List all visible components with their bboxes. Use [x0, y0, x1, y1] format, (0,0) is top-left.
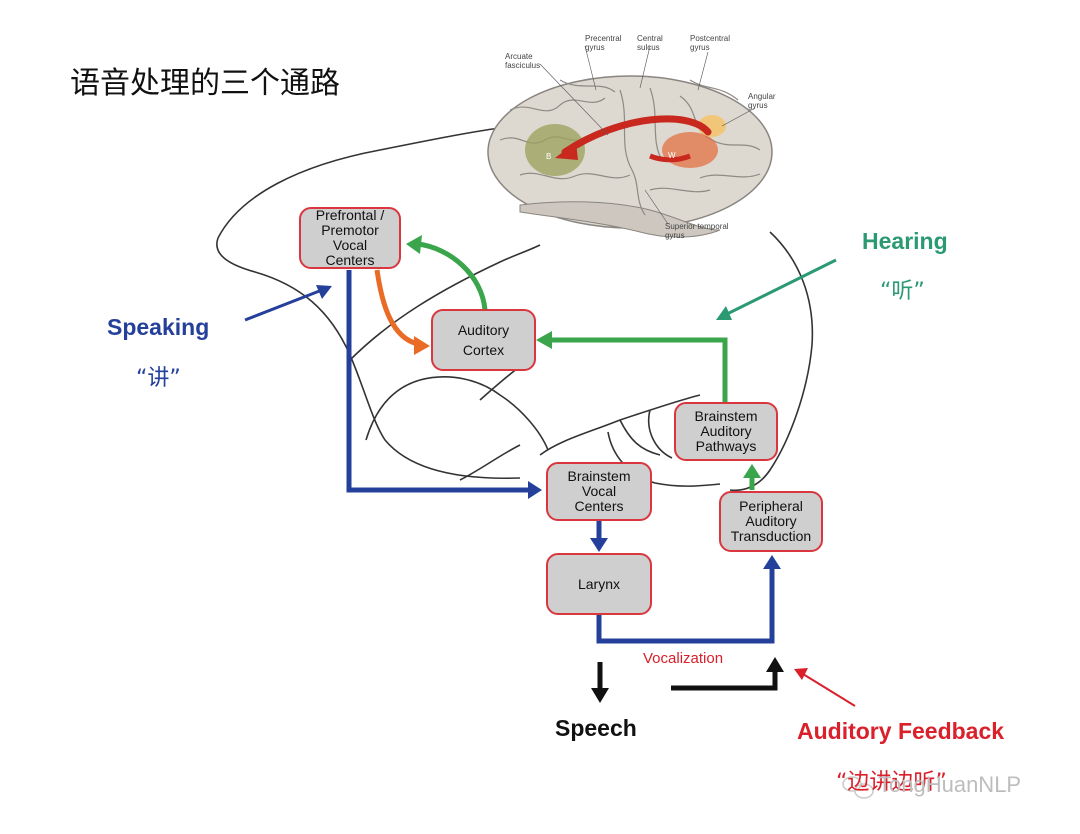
prefrontal-premotor-box: Prefrontal / Premotor Vocal Centers [299, 207, 401, 269]
speaking-pointer-arrow [244, 288, 323, 322]
green-arrowhead-brainstem-auditory [743, 464, 761, 478]
brain-label-arcuate: Arcuate fasciculus [505, 52, 541, 70]
feedback-pointer-arrow [802, 673, 856, 707]
vocalization-label: Vocalization [643, 650, 724, 667]
blue-arrow-to-brainstem-vocal [346, 270, 530, 493]
speaking-label: Speaking [107, 314, 210, 340]
watermark-text: TongHuanNLP [878, 772, 1022, 797]
auditory-cortex-label: Auditory Cortex [457, 322, 510, 358]
green-arrowhead-prefrontal [406, 235, 422, 254]
larynx-label: Larynx [577, 575, 621, 592]
auditory-cortex-box: Auditory Cortex [431, 309, 536, 371]
brain-label-central-sulcus: Central sulcus [637, 34, 663, 52]
blue-arrow-to-peripheral [596, 567, 775, 644]
speaking-cn-label: “讲” [136, 366, 181, 391]
brainstem-auditory-label: Brainstem Auditory Pathways [694, 408, 758, 454]
feedback-elbow-arrowhead [766, 657, 784, 672]
auditory-feedback-label: Auditory Feedback [797, 718, 1005, 744]
speech-label: Speech [555, 715, 637, 741]
hearing-cn-label: “听” [880, 279, 925, 304]
blue-arrowhead-peripheral [763, 555, 781, 569]
green-arrowhead-cortex [536, 331, 552, 349]
brain-label-postcentral: Postcentral gyrus [690, 34, 731, 52]
hearing-pointer-arrow [726, 258, 837, 316]
orange-arrowhead-cortex [414, 336, 430, 355]
peripheral-auditory-label: Peripheral Auditory Transduction [730, 498, 812, 544]
larynx-box: Larynx [546, 553, 652, 615]
peripheral-auditory-box: Peripheral Auditory Transduction [719, 491, 823, 552]
brainstem-auditory-box: Brainstem Auditory Pathways [674, 402, 778, 461]
feedback-cn-label: “边讲边听” [836, 770, 947, 795]
blue-arrowhead-larynx [590, 538, 608, 552]
brain-label-b: B [546, 152, 552, 161]
hearing-label: Hearing [862, 228, 948, 254]
hearing-pointer-arrowhead [716, 306, 732, 320]
brainstem-vocal-label: Brainstem Vocal Centers [567, 468, 631, 514]
brain-label-superior-temporal: Superior temporal gyrus [665, 222, 729, 240]
brain-label-angular: Angular gyrus [748, 92, 776, 110]
green-arrow-to-prefrontal [417, 241, 488, 311]
brain-illustration [487, 45, 773, 238]
page-title: 语音处理的三个通路 [70, 66, 340, 101]
prefrontal-premotor-label: Prefrontal / Premotor Vocal Centers [315, 207, 385, 268]
brainstem-vocal-box: Brainstem Vocal Centers [546, 462, 652, 521]
feedback-elbow-arrow [671, 670, 778, 691]
speaking-pointer-arrowhead [316, 285, 332, 299]
brain-label-precentral: Precentral gyrus [585, 34, 622, 52]
speech-arrowhead [591, 688, 609, 703]
green-arrow-to-cortex [548, 337, 728, 404]
feedback-pointer-arrowhead [794, 668, 808, 680]
blue-arrowhead-brainstem-vocal [528, 481, 542, 499]
brain-label-w: W [668, 151, 676, 160]
wechat-watermark-icon [842, 776, 874, 799]
orange-arrow-to-cortex [374, 269, 419, 347]
